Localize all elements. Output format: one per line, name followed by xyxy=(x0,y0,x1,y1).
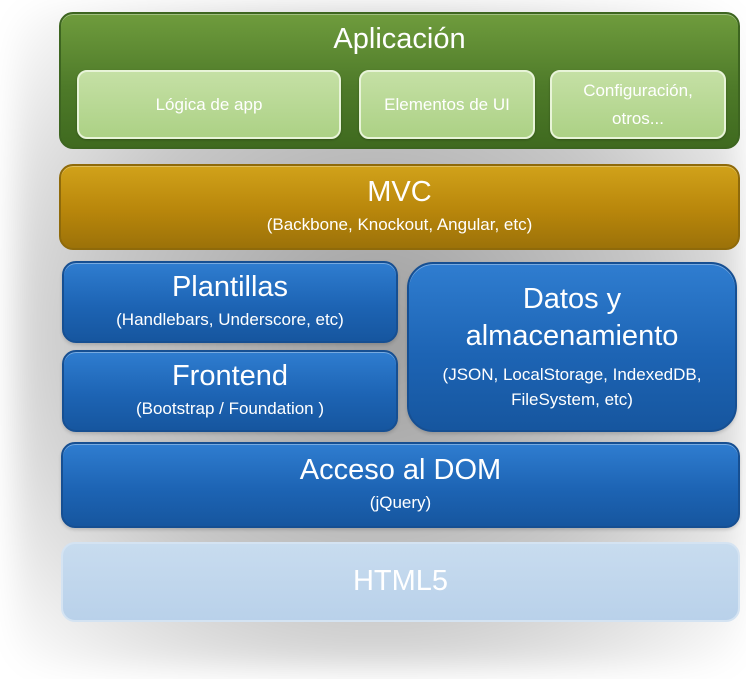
layer-frontend-title: Frontend xyxy=(171,359,289,392)
layer-datos-subtitle: (JSON, LocalStorage, IndexedDB, FileSyst… xyxy=(442,364,702,410)
layer-acceso-dom-subtitle: (jQuery) xyxy=(369,493,432,513)
layer-html5-title: HTML5 xyxy=(352,565,449,598)
layer-acceso-dom: Acceso al DOM (jQuery) xyxy=(61,442,740,528)
layer-acceso-dom-title: Acceso al DOM xyxy=(299,453,502,486)
layer-plantillas: Plantillas (Handlebars, Underscore, etc) xyxy=(62,261,398,343)
app-item-configuracion-label: Configuración, otros... xyxy=(583,81,693,128)
app-item-configuracion: Configuración, otros... xyxy=(550,70,726,139)
layer-mvc-subtitle: (Backbone, Knockout, Angular, etc) xyxy=(266,215,533,235)
layer-plantillas-subtitle: (Handlebars, Underscore, etc) xyxy=(116,310,344,330)
app-item-elementos-ui-label: Elementos de UI xyxy=(384,94,510,114)
layer-datos: Datos y almacenamiento (JSON, LocalStora… xyxy=(407,262,737,432)
layer-plantillas-title: Plantillas xyxy=(171,270,289,303)
app-item-logica: Lógica de app xyxy=(77,70,341,139)
layer-html5: HTML5 xyxy=(61,542,740,622)
app-item-logica-label: Lógica de app xyxy=(155,94,263,114)
layer-mvc-title: MVC xyxy=(367,175,432,208)
app-item-elementos-ui: Elementos de UI xyxy=(359,70,535,139)
layer-frontend: Frontend (Bootstrap / Foundation ) xyxy=(62,350,398,432)
layer-aplicacion-title: Aplicación xyxy=(333,23,466,55)
layer-mvc: MVC (Backbone, Knockout, Angular, etc) xyxy=(59,164,740,250)
layer-datos-title: Datos y almacenamiento xyxy=(465,283,679,352)
layer-frontend-subtitle: (Bootstrap / Foundation ) xyxy=(135,399,325,419)
